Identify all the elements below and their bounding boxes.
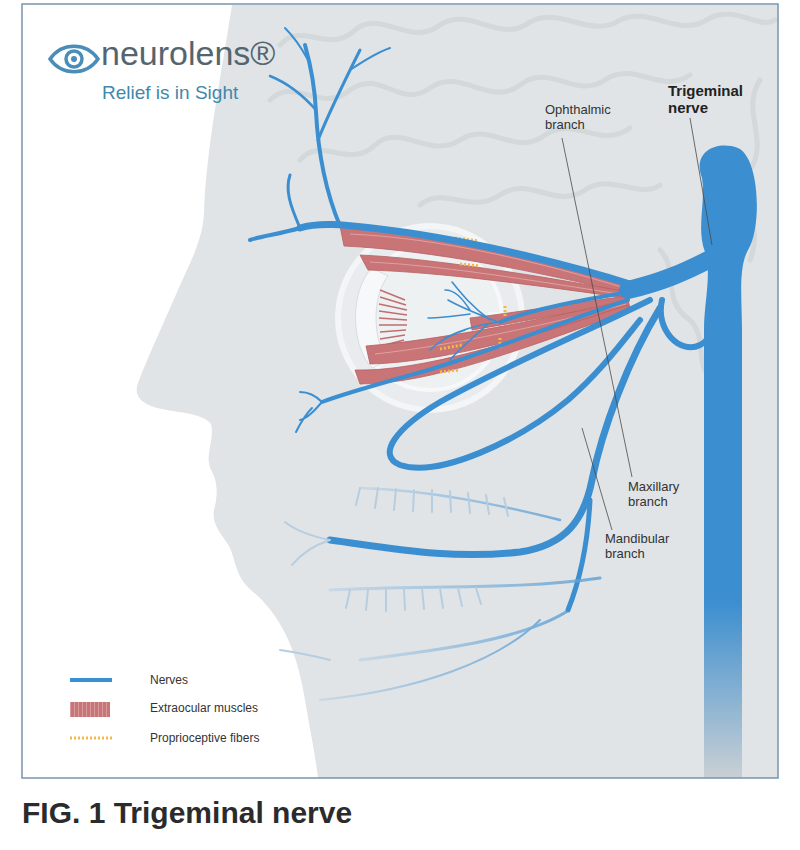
- upper-teeth-endings: [356, 488, 508, 516]
- maxillary-nerve: [390, 300, 650, 468]
- faded-nerve: [360, 488, 560, 520]
- head-silhouette: [137, 5, 778, 778]
- fiber-mark: [440, 345, 462, 349]
- faded-nerve: [330, 578, 600, 590]
- muscle-striation: [350, 234, 628, 354]
- leader-line: [690, 118, 712, 245]
- leader-lines: [562, 118, 712, 530]
- legend-swatch: [70, 702, 110, 717]
- trigeminal-ganglion: [700, 146, 757, 778]
- legend-label: Extraocular muscles: [150, 701, 258, 715]
- frontal-nerve: [285, 28, 308, 60]
- frontal-nerve: [270, 76, 316, 110]
- legend-line-sample: [70, 678, 112, 682]
- legend-dotted-sample: [70, 737, 112, 740]
- nerve-loop: [661, 300, 714, 347]
- gyrus-line: [420, 184, 660, 205]
- nasal-nerve: [296, 392, 322, 432]
- lower-teeth-endings: [346, 588, 481, 611]
- ophthalmic-nerve: [300, 225, 630, 284]
- logo-tagline: Relief is in Sight: [102, 82, 362, 104]
- gyrus-line: [270, 74, 690, 100]
- eye-iris: [66, 51, 82, 67]
- eye-pupil: [71, 56, 77, 62]
- teeth-nerve-endings: [280, 488, 508, 660]
- mandibular-nerve: [330, 308, 660, 555]
- figure-caption: FIG. 1 Trigeminal nerve: [22, 796, 352, 830]
- legend-label: Nerves: [150, 673, 188, 687]
- logo-wordmark: neurolens®: [101, 34, 361, 73]
- striation-line: [350, 234, 628, 354]
- facial-nerve-branches: [320, 488, 600, 700]
- supraorbital-nerve: [288, 175, 300, 228]
- fiber-mark: [460, 264, 480, 266]
- iris-fiber: [379, 290, 407, 346]
- nerve-label: Trigeminal nerve: [668, 82, 763, 117]
- branch-label: Mandibular branch: [605, 532, 695, 562]
- fiber-mark: [440, 370, 460, 372]
- branch-label: Ophthalmic branch: [545, 103, 635, 133]
- figure-frame: [22, 4, 778, 778]
- frontal-nerve: [350, 48, 390, 70]
- branch-label: Maxillary branch: [628, 480, 713, 510]
- frontal-nerve: [318, 50, 360, 140]
- eye-outline: [50, 46, 98, 72]
- lip-endings: [280, 522, 330, 660]
- fiber-mark: [504, 306, 507, 318]
- iris-muscle: [379, 290, 407, 346]
- gyrus-line: [280, 14, 775, 45]
- faded-nerve: [360, 612, 566, 660]
- logo-eye-icon: [50, 46, 98, 72]
- alveolar-nerve: [568, 500, 590, 610]
- leader-line: [582, 428, 612, 530]
- ophthalmic-nerve: [250, 228, 300, 240]
- gyrus-line: [300, 128, 630, 160]
- frontal-nerve: [305, 45, 340, 226]
- leader-line: [562, 138, 632, 477]
- nerves: [250, 28, 714, 610]
- legend-samples: [70, 680, 112, 738]
- faded-nerve: [320, 620, 540, 700]
- legend-label: Proprioceptive fibers: [150, 731, 259, 745]
- nerve-trunk: [628, 258, 712, 290]
